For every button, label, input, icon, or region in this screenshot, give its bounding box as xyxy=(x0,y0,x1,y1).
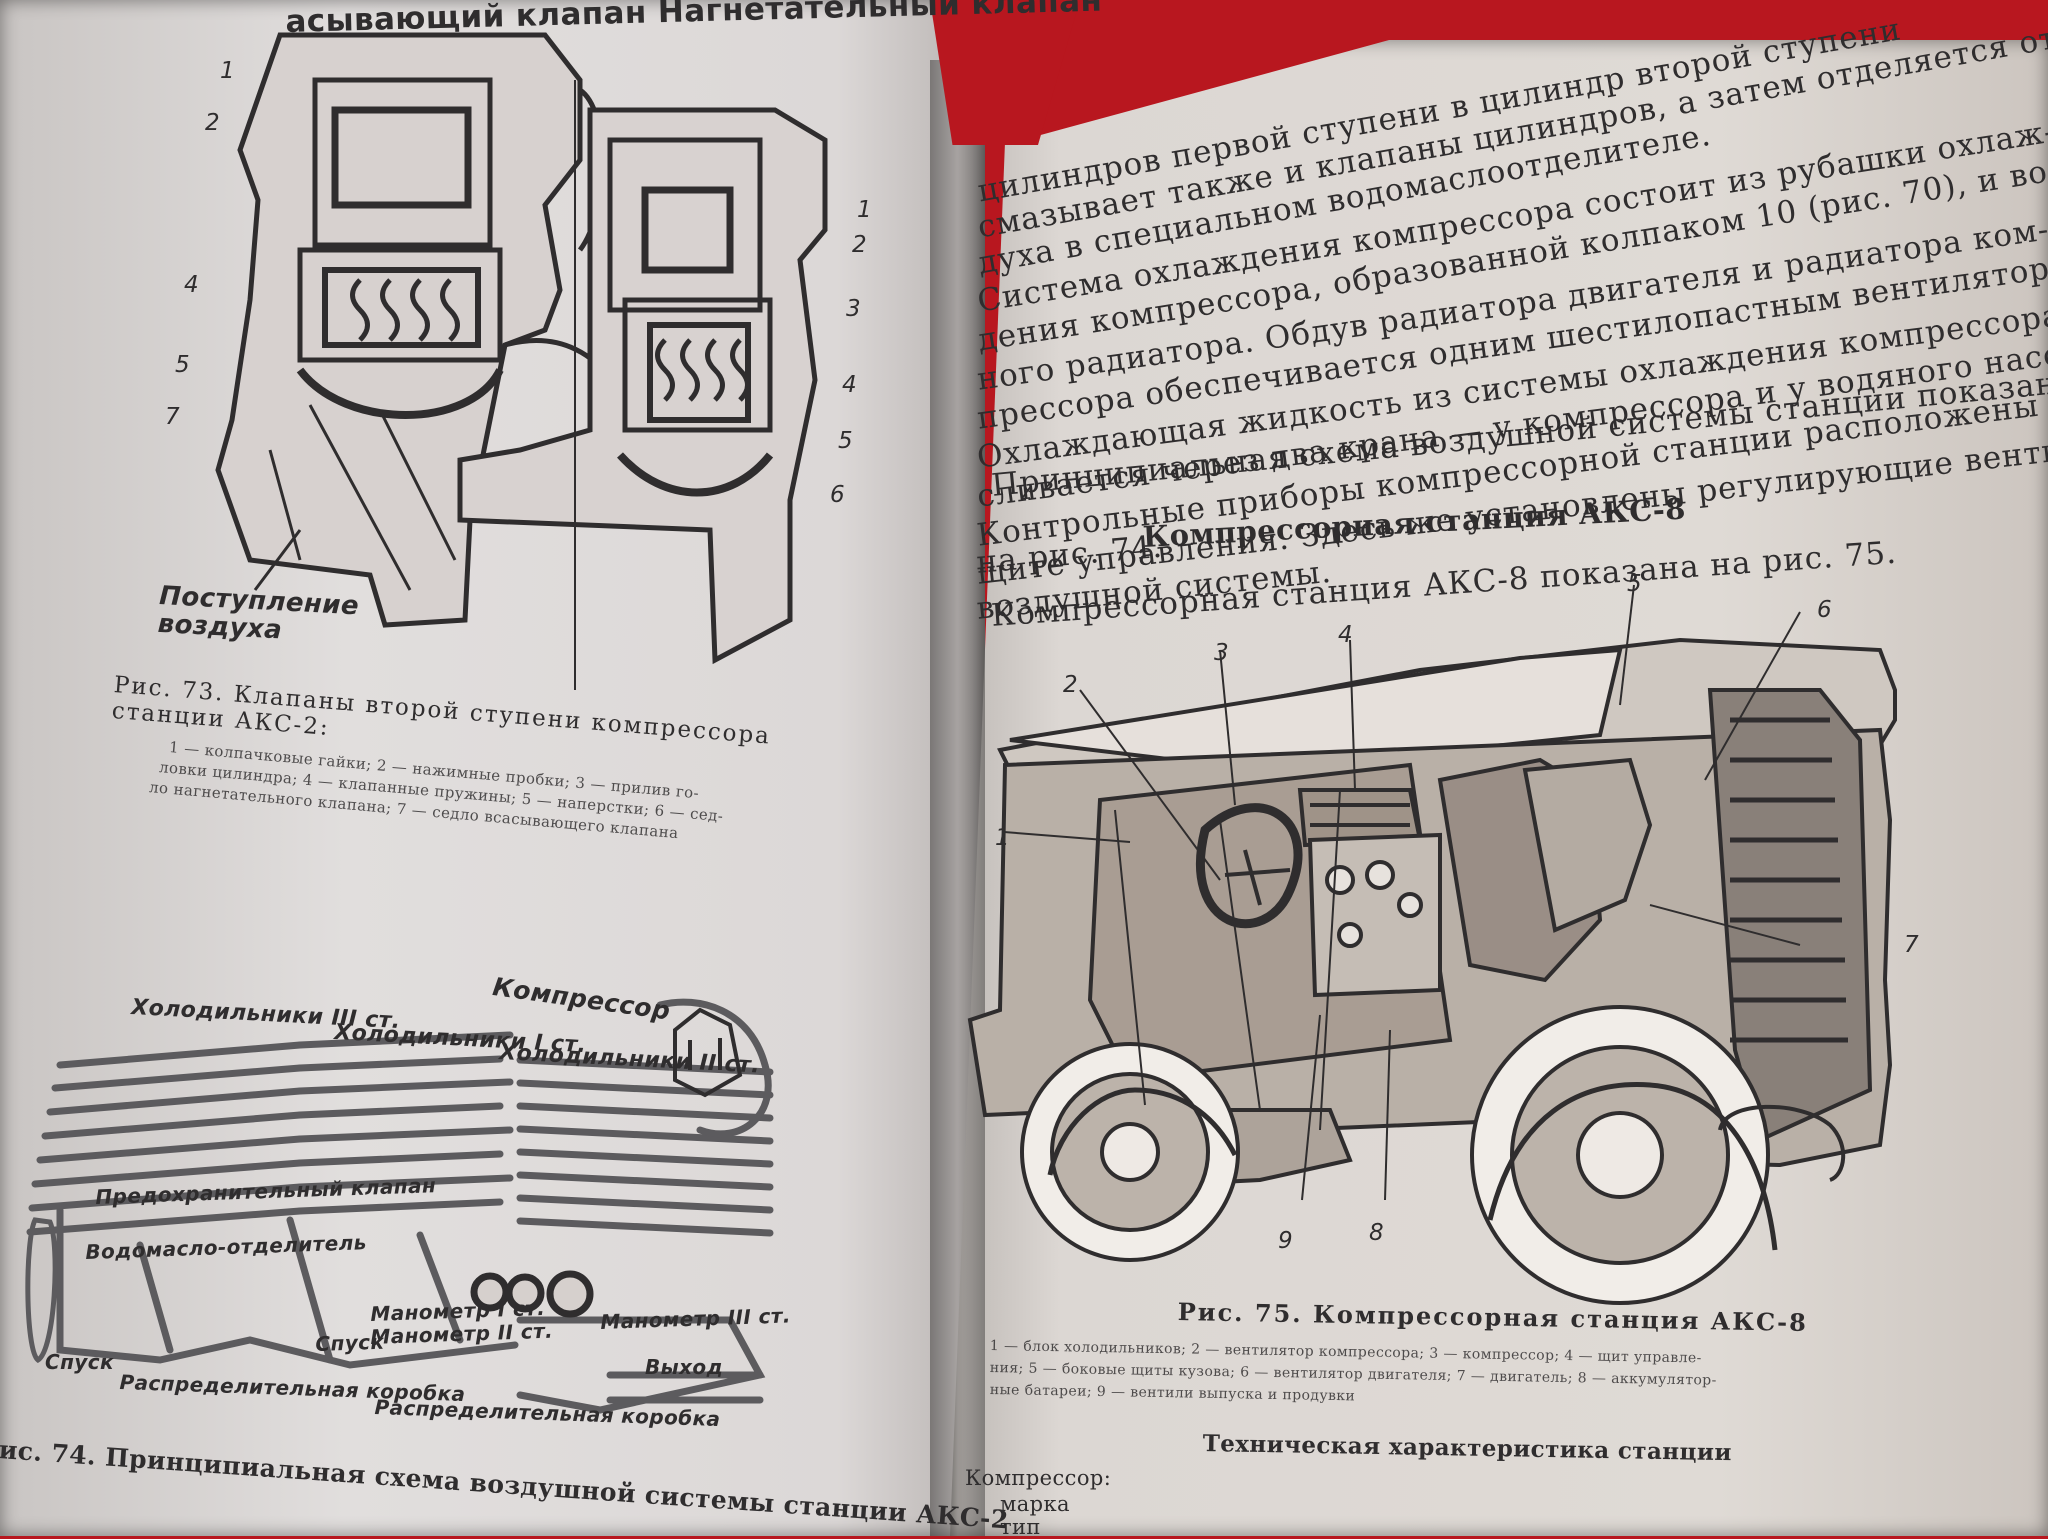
compressor-station-illustration xyxy=(967,637,1897,1305)
book-spine-shadow xyxy=(930,60,985,1536)
fig75-leader-lines xyxy=(1003,584,1801,1201)
manometer-gauges xyxy=(470,1270,594,1318)
valve-cross-section-diagram xyxy=(215,32,828,690)
air-system-schematic xyxy=(25,998,774,1414)
compressor-mini-drawing xyxy=(673,1007,743,1098)
